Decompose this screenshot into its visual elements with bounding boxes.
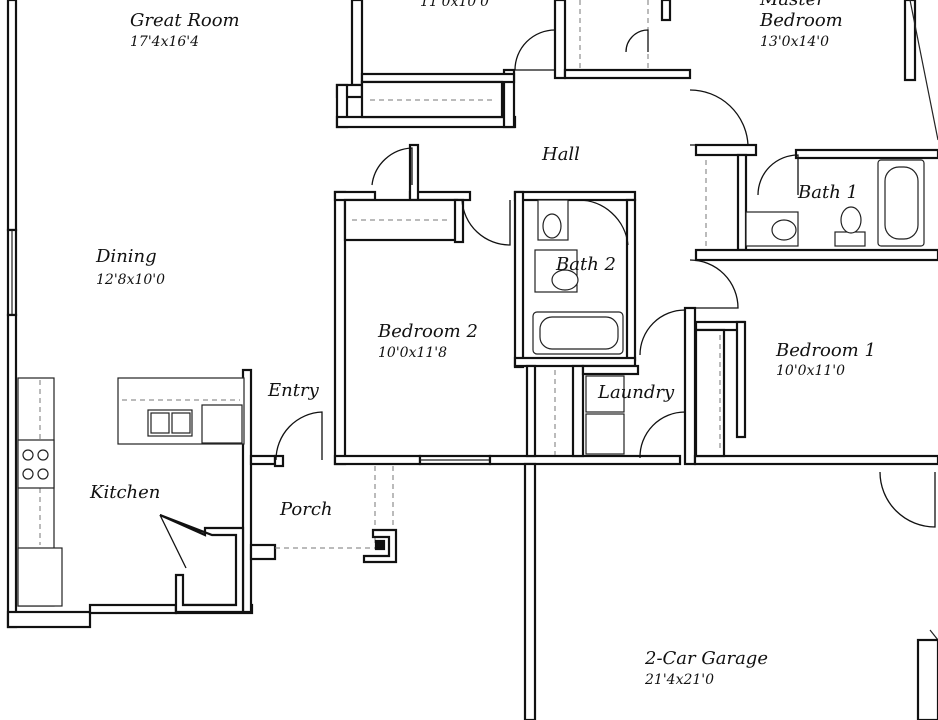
- fridge-icon: [17, 547, 63, 607]
- porch-label: Porch: [279, 499, 333, 520]
- garage-dims: 21'4x21'0: [644, 672, 714, 688]
- doors: [275, 29, 936, 528]
- bath2-label: Bath 2: [555, 254, 616, 275]
- bath1-label: Bath 1: [797, 182, 858, 203]
- dishwasher-icon: [201, 404, 243, 444]
- dining-dims: 12'8x10'0: [96, 272, 165, 288]
- bedroom1-dims: 10'0x11'0: [776, 363, 845, 379]
- door-laundry-icon: [639, 411, 686, 459]
- entry-label: Entry: [267, 380, 320, 401]
- garage-label: 2-Car Garage: [644, 648, 768, 669]
- bedroom1-label: Bedroom 1: [775, 340, 876, 361]
- door-garage-icon: [879, 471, 936, 528]
- bath1-toilet-tank-icon: [834, 231, 866, 247]
- great-room-label: Great Room: [130, 10, 240, 31]
- door-bedroom1-icon: [639, 309, 686, 356]
- master-bedroom-label-line1: Master: [759, 0, 826, 10]
- laundry-label: Laundry: [597, 382, 675, 403]
- door-bath1-icon: [757, 154, 799, 196]
- bedroom2-label: Bedroom 2: [377, 321, 478, 342]
- wall-left-lower: [6, 313, 18, 629]
- door-entry-icon: [275, 411, 323, 461]
- washer-icon: [585, 375, 625, 413]
- master-bedroom-label-line2: Bedroom: [759, 10, 843, 31]
- door-bath2-icon: [577, 199, 629, 246]
- pantry-door-icon: [159, 514, 187, 569]
- wall-left-upper: [6, 0, 18, 232]
- kitchen-fixtures: [17, 377, 245, 614]
- hall-label: Hall: [541, 144, 580, 165]
- door-bed2-closet-icon: [371, 147, 413, 186]
- door-top-room-icon: [514, 29, 556, 71]
- room-labels: Great Room 17'4x16'4 11'0x10'0 Master Be…: [89, 0, 876, 688]
- wall-bottom-kitchen: [6, 610, 92, 629]
- sink-icon: [17, 439, 55, 489]
- bedroom2-dims: 10'0x11'8: [378, 345, 447, 361]
- dining-label: Dining: [95, 246, 157, 267]
- kitchen-label: Kitchen: [89, 482, 160, 503]
- door-hall-closet-icon: [689, 259, 739, 309]
- door-bedroom2-icon: [461, 199, 511, 246]
- master-bedroom-dims: 13'0x14'0: [760, 34, 829, 50]
- door-master-closet-icon: [625, 29, 649, 53]
- great-room-dims: 17'4x16'4: [130, 34, 199, 50]
- door-master-icon: [689, 89, 749, 146]
- dryer-icon: [585, 413, 625, 455]
- top-room-dims: 11'0x10'0: [420, 0, 489, 10]
- bath-fixtures: [532, 159, 925, 455]
